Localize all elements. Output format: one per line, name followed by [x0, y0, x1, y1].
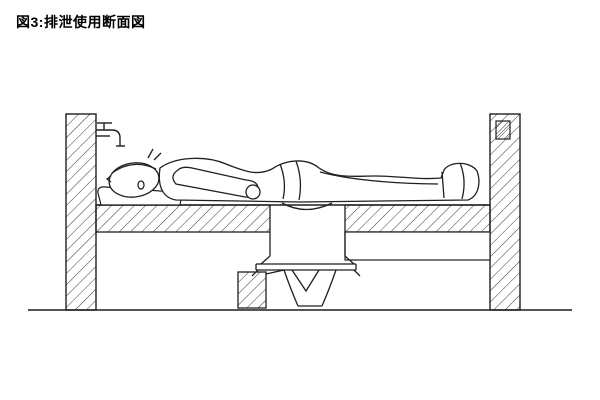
step-box [344, 231, 491, 261]
patient-cap-line [111, 163, 157, 174]
right-post [489, 113, 521, 311]
left-post [65, 113, 97, 311]
support-block [237, 269, 285, 309]
toilet-assembly [251, 232, 361, 307]
toilet-funnel [291, 269, 320, 293]
figure-title: 図3:排泄使用断面図 [16, 14, 146, 30]
toilet-bowl [283, 269, 299, 307]
bed-platform [95, 204, 491, 261]
bed-slab-right [344, 204, 491, 233]
patient-head [108, 162, 160, 198]
patient-hand [245, 184, 261, 200]
hip-sag-line [281, 202, 333, 211]
bed-slab-left [95, 204, 271, 233]
post-fixture-block [495, 120, 511, 140]
patient-foot-line [459, 162, 465, 200]
patient-nose [105, 175, 112, 183]
patient-figure [105, 148, 480, 211]
patient-ear [137, 180, 145, 190]
water-tap-icon [96, 122, 125, 147]
patient-leg-line [319, 171, 439, 185]
